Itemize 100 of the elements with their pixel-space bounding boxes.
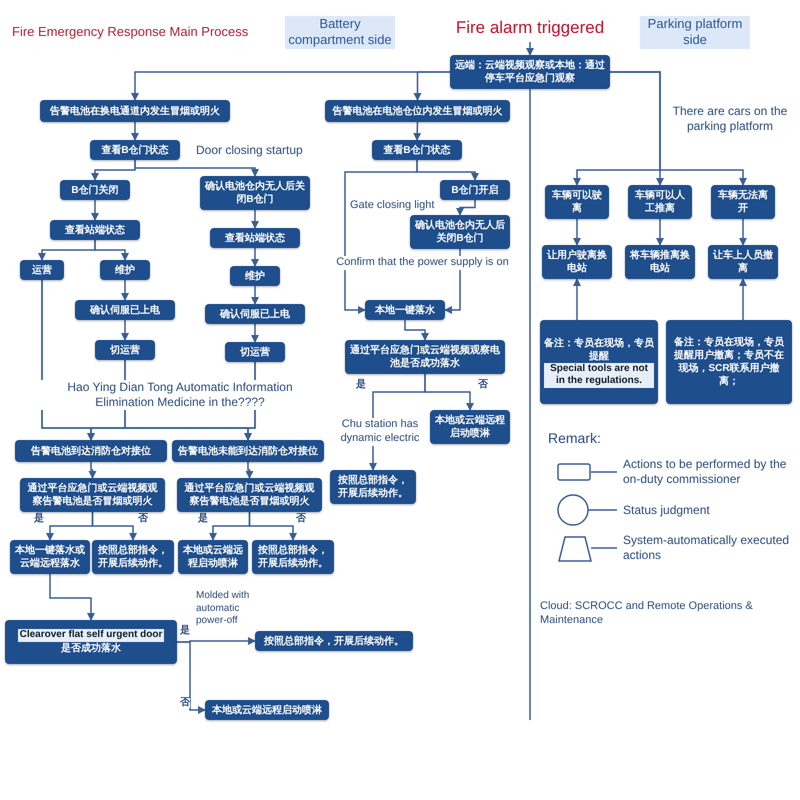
arrow (91, 200, 99, 221)
arrow (610, 71, 747, 186)
node-text: 是否成功落水 (61, 642, 121, 655)
node-text: 告警电池在换电通道内发生冒烟或明火 (50, 104, 220, 118)
node-text: 备注：专员在现场，专员提醒 (544, 336, 654, 362)
process-box (205, 700, 329, 720)
node-text: 告警电池在电池仓位内发生冒烟或明火 (332, 104, 502, 118)
process-box (90, 140, 180, 160)
node-text: 远端：云端视频观察或本地：通过停车平台应急门观察 (454, 59, 606, 85)
process-box (330, 470, 416, 504)
annotation-text: There are cars on the parking platform (672, 104, 788, 134)
legend-text: Status judgment (623, 502, 710, 518)
arrow (573, 219, 581, 246)
node-text: 将车辆推离换电站 (629, 249, 691, 275)
arrow (251, 248, 259, 267)
process-box (75, 300, 175, 320)
node-text: 查看B仓门状态 (383, 144, 451, 156)
arrow (177, 641, 206, 714)
arrow (739, 219, 747, 246)
edge-label: 是 (198, 514, 208, 524)
process-box (210, 228, 300, 248)
node-text: 通过平台应急门或云端视频观察电池是否成功落水 (349, 344, 501, 370)
node-text: 车辆无法离开 (717, 189, 769, 215)
node-text: 按照总部指令，开展后续动作。 (96, 544, 169, 570)
edge-label: 否 (138, 514, 148, 524)
process-box (177, 478, 322, 512)
node-text: 维护 (245, 270, 265, 282)
process-box (15, 440, 167, 462)
node-text: 运营 (32, 264, 52, 276)
process-box (372, 140, 462, 160)
node-text: 查看站端状态 (225, 232, 285, 244)
process-box (40, 100, 230, 122)
arrow (404, 320, 429, 341)
process-box (230, 266, 280, 286)
annotation-text: Battery compartment side (285, 16, 395, 48)
node-text: B仓门开启 (451, 184, 499, 196)
diagram-title: Fire Emergency Response Main Process (12, 23, 248, 41)
process-box (100, 260, 150, 280)
arrow (246, 462, 254, 479)
process-box (252, 540, 334, 574)
node-text: 确认伺服已上电 (90, 304, 160, 316)
node-text: 本地或云端远程启动喷淋 (434, 414, 506, 440)
edge-label: 否 (180, 698, 190, 708)
annotation-text: Remark: (548, 430, 602, 448)
annotation-text: Door closing startup (196, 143, 304, 158)
process-box (50, 220, 140, 240)
node-text: 本地一键落水或云端远程落水 (14, 544, 86, 570)
node-text: 切运营 (240, 346, 270, 358)
annotation-text: Confirm that the power supply is on (335, 256, 510, 270)
heading-text: Fire alarm triggered (456, 17, 604, 39)
arrow (49, 574, 95, 621)
process-box (172, 440, 324, 462)
process-box (225, 342, 285, 362)
process-box (5, 620, 177, 664)
node-text: Clearover flat self urgent door (18, 629, 164, 642)
process-box (540, 320, 658, 404)
process-box (365, 300, 445, 320)
process-box (325, 100, 510, 122)
node-text: 维护 (115, 264, 135, 276)
arrow (251, 210, 259, 229)
node-text: 确认伺服已上电 (220, 308, 290, 320)
arrow (526, 42, 534, 56)
node-text: 备注：专员在现场，专员提醒用户撤离；专员不在现场，SCR联系用户撤离； (672, 336, 785, 388)
node-text: 按照总部指令，开展后续动作。 (256, 544, 329, 570)
annotation-text: Gate closing light (350, 199, 436, 213)
arrow (656, 219, 664, 246)
arrow (94, 240, 129, 261)
arrow (251, 324, 259, 343)
node-text: 本地或云端远程启动喷淋 (182, 544, 244, 570)
process-box (20, 260, 64, 280)
process-box (20, 478, 165, 512)
process-box (628, 185, 692, 219)
node-text: 通过平台应急门或云端视频观察告警电池是否冒烟或明火 (184, 482, 316, 508)
node-text: 确认电池仓内无人后关闭B仓门 (414, 219, 506, 245)
node-text: B仓门关闭 (71, 184, 119, 196)
arrow (573, 278, 581, 320)
node-text: 通过平台应急门或云端视频观察告警电池是否冒烟或明火 (26, 482, 158, 508)
node-text: 车辆可以人工推离 (634, 189, 686, 215)
arrow (134, 160, 259, 177)
node-text: 切运营 (110, 344, 140, 356)
arrow (251, 286, 259, 305)
legend-text: System-automatically executed actions (623, 533, 790, 563)
process-box (95, 340, 155, 360)
arrow (121, 280, 129, 301)
arrow (121, 320, 129, 341)
process-box (60, 180, 130, 200)
node-text: 本地一键落水 (375, 304, 435, 316)
node-text: 让车上人员撤离 (712, 249, 774, 275)
process-box (92, 540, 174, 574)
annotation-text: Parking platform side (640, 16, 750, 48)
annotation-text: Molded with automatic power-off (196, 590, 250, 628)
node-text: 确认电池仓内无人后关闭B仓门 (204, 180, 306, 206)
arrow (92, 512, 137, 541)
process-box (711, 185, 775, 219)
process-box (205, 304, 305, 324)
process-box (666, 320, 792, 404)
arrow (416, 160, 479, 181)
node-text: 查看站端状态 (65, 224, 125, 236)
edge-label: 是 (180, 626, 190, 636)
node-text: Special tools are not in the regulations. (544, 362, 654, 388)
